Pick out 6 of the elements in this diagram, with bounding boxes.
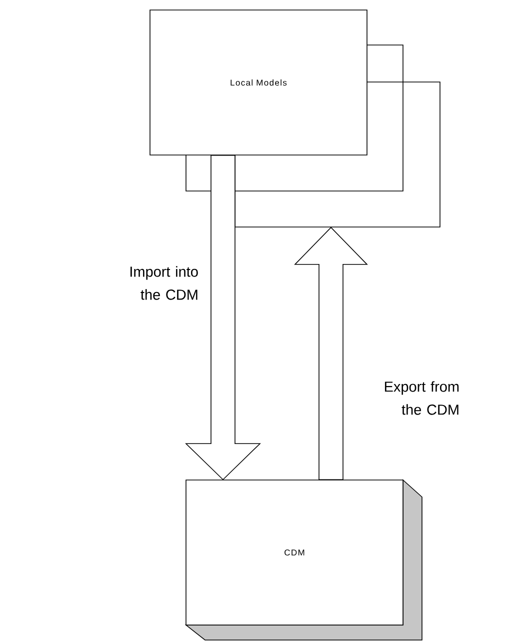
edge-label: Export from the CDM [384, 381, 459, 415]
block-arrow [185, 155, 261, 480]
edge-label: Import into the CDM [130, 266, 198, 300]
box: CDM [186, 480, 404, 626]
block-arrow [294, 226, 368, 480]
box: Local Models [150, 10, 368, 156]
